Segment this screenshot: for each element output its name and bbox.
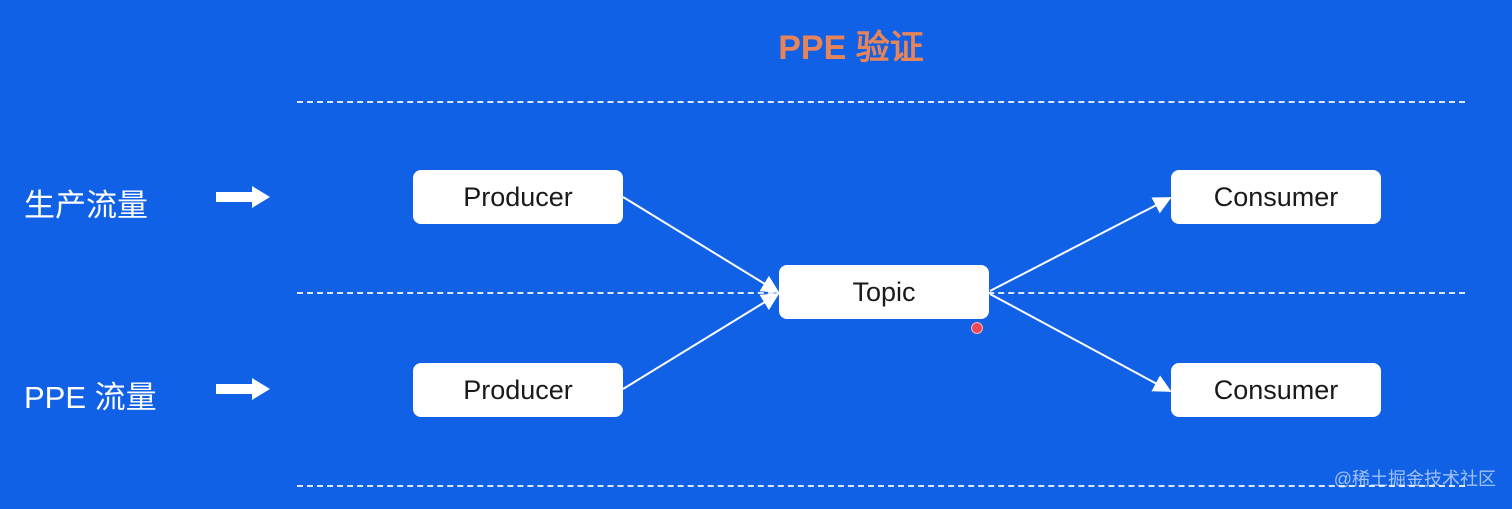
- edge-topic-to-consumer-ppe: [989, 293, 1172, 392]
- edge-producer-prod-to-topic: [622, 196, 780, 293]
- watermark: @稀土掘金技术社区: [1333, 469, 1496, 489]
- edge-producer-ppe-to-topic: [622, 293, 780, 390]
- right-arrow-icon: [216, 186, 270, 208]
- node-producer-production: Producer: [413, 170, 623, 224]
- diagram-title: PPE 验证: [778, 29, 924, 67]
- node-producer-ppe: Producer: [413, 363, 623, 417]
- row-label-production: 生产流量: [24, 188, 148, 223]
- divider-bottom: [297, 485, 1465, 487]
- right-arrow-icon: [216, 378, 270, 400]
- edge-topic-to-consumer-prod: [989, 197, 1172, 292]
- node-consumer-production: Consumer: [1171, 170, 1381, 224]
- cursor-marker: [971, 322, 983, 334]
- node-topic: Topic: [779, 265, 989, 319]
- divider-top: [297, 101, 1465, 103]
- row-label-ppe: PPE 流量: [24, 380, 157, 415]
- node-consumer-ppe: Consumer: [1171, 363, 1381, 417]
